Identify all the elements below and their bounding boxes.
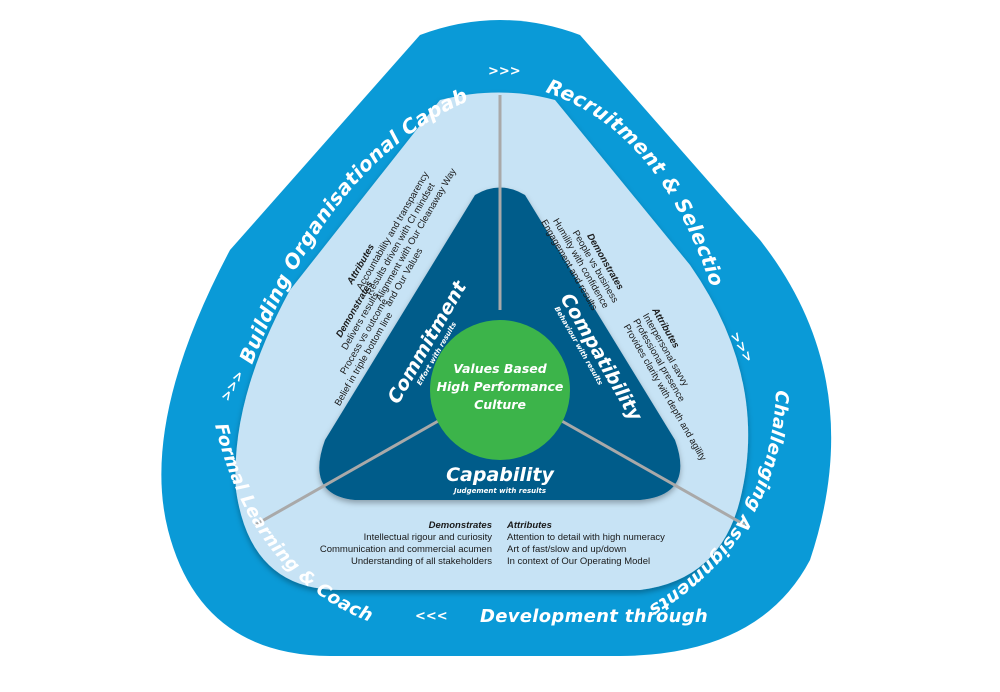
capability-attributes-item: Art of fast/slow and up/down — [507, 544, 626, 555]
capability-attributes-item: Attention to detail with high numeracy — [507, 532, 665, 543]
core-line-1: Values Based — [453, 361, 547, 376]
core-circle — [430, 320, 570, 460]
divider-left — [254, 418, 441, 527]
capability-demonstrates: Demonstrates Intellectual rigour and cur… — [320, 520, 492, 567]
capability-attributes-heading: Attributes — [506, 520, 552, 531]
chevron-top-icon: >>> — [488, 64, 521, 79]
capability-demonstrates-item: Intellectual rigour and curiosity — [364, 532, 493, 543]
capability-demonstrates-item: Understanding of all stakeholders — [351, 556, 492, 567]
capability-attributes: Attributes Attention to detail with high… — [506, 520, 665, 567]
capability-subtitle: Judgement with results — [452, 487, 546, 495]
divider-right — [559, 418, 746, 527]
label-development-through: Development through — [480, 606, 708, 627]
capability-demonstrates-item: Communication and commercial acumen — [320, 544, 492, 555]
core-line-3: Culture — [474, 397, 526, 412]
capability-demonstrates-heading: Demonstrates — [429, 520, 492, 531]
capability-attributes-item: In context of Our Operating Model — [507, 556, 650, 567]
chevron-bottom-icon: <<< — [415, 609, 448, 624]
core-line-2: High Performance — [437, 379, 564, 394]
capability-title: Capability — [446, 464, 555, 486]
